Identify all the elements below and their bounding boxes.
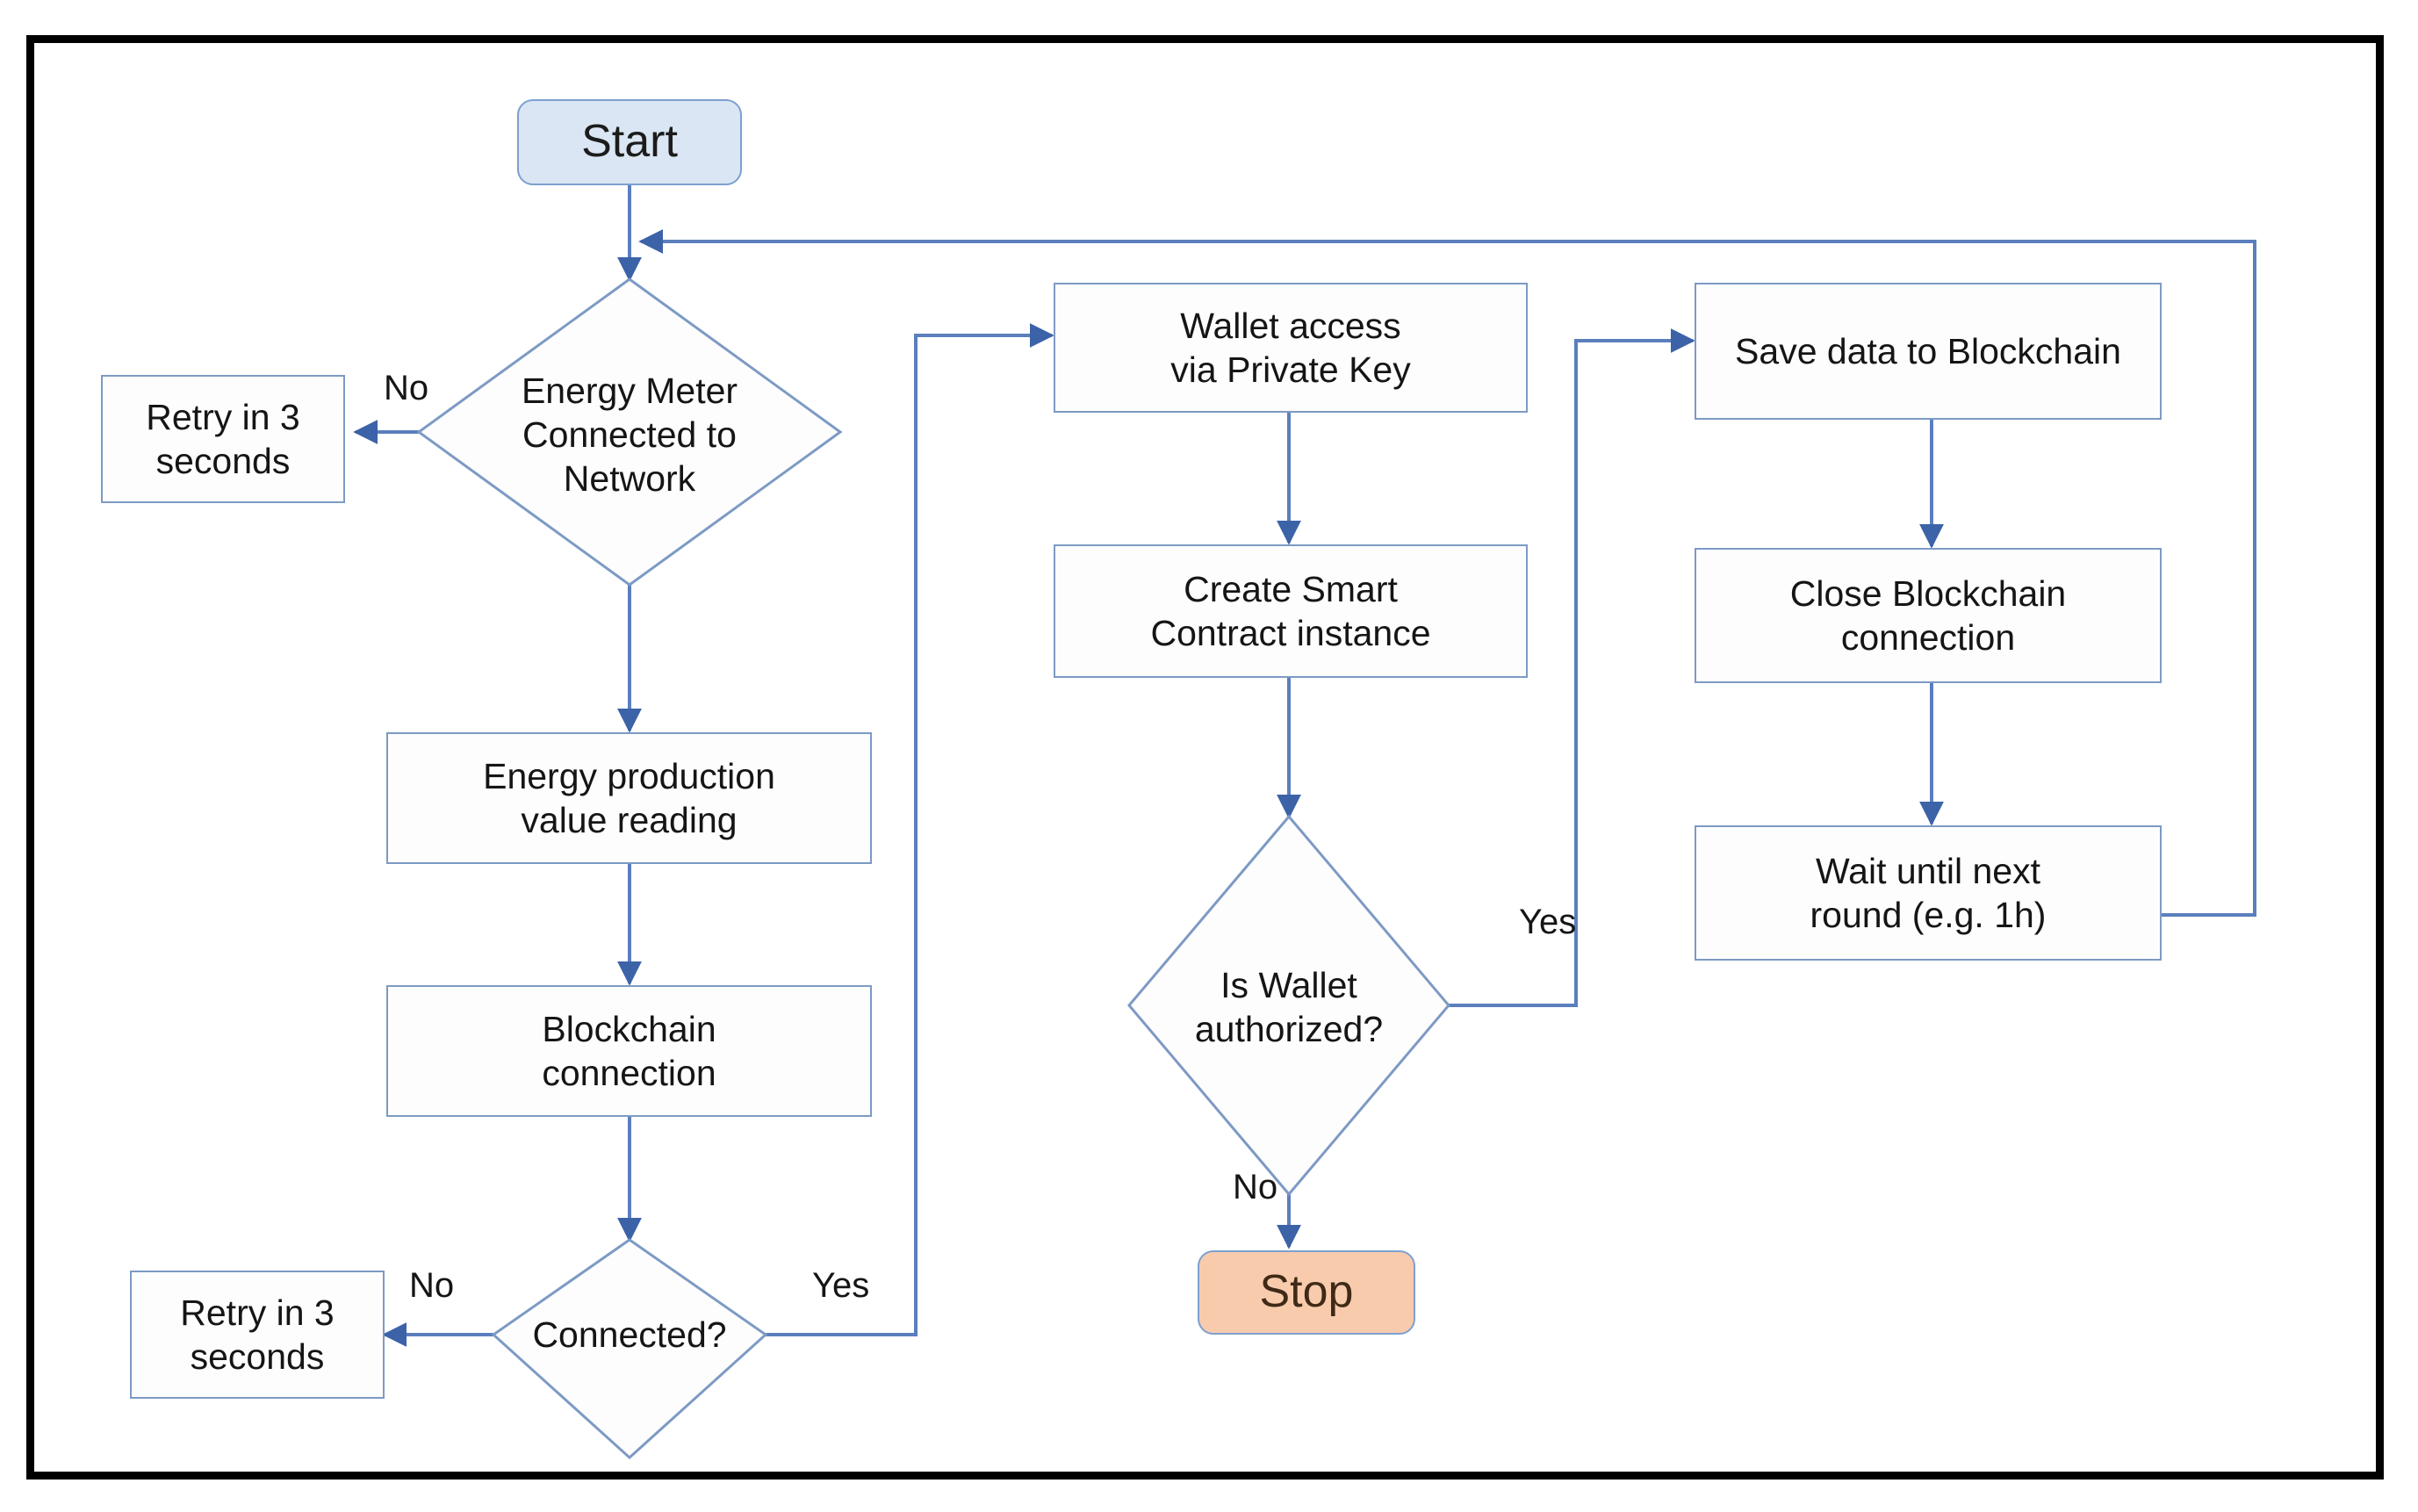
node-energy-reading-line2: value reading	[521, 800, 738, 840]
node-save-data[interactable]: Save data to Blockchain	[1695, 283, 2162, 420]
node-save-data-label: Save data to Blockchain	[1735, 330, 2121, 371]
node-blockchain-connection-line1: Blockchain	[542, 1008, 716, 1049]
node-wallet-access[interactable]: Wallet access via Private Key	[1054, 283, 1528, 413]
node-retry-chain[interactable]: Retry in 3 seconds	[130, 1271, 385, 1399]
node-close-connection-line1: Close Blockchain	[1789, 572, 2067, 614]
node-meter-connected-line2: Connected to	[522, 414, 737, 455]
node-stop[interactable]: Stop	[1198, 1250, 1415, 1335]
node-wait-round-line2: round (e.g. 1h)	[1810, 895, 2047, 935]
node-start[interactable]: Start	[517, 99, 742, 185]
node-energy-reading[interactable]: Energy production value reading	[386, 732, 872, 864]
node-retry-chain-line2: seconds	[190, 1336, 325, 1377]
node-meter-connected[interactable]: Energy Meter Connected to Network	[498, 360, 761, 509]
node-wait-round-line1: Wait until next	[1816, 850, 2040, 891]
edge-label-wallet-no: No	[1233, 1168, 1278, 1206]
node-wallet-authorized-line2: authorized?	[1194, 1009, 1384, 1049]
node-create-contract-line2: Contract instance	[1150, 613, 1431, 653]
node-close-connection-line2: connection	[1840, 617, 2016, 658]
node-retry-meter-line1: Retry in 3	[146, 396, 300, 437]
node-connected[interactable]: Connected?	[511, 1308, 748, 1361]
node-wallet-access-line2: via Private Key	[1170, 349, 1411, 390]
edge-label-meter-no: No	[384, 369, 429, 407]
edge-label-connected-yes: Yes	[812, 1266, 870, 1305]
node-connected-label: Connected?	[532, 1314, 727, 1355]
node-create-contract[interactable]: Create Smart Contract instance	[1054, 544, 1528, 678]
node-blockchain-connection-line2: connection	[542, 1053, 716, 1093]
node-retry-chain-line1: Retry in 3	[180, 1292, 335, 1333]
node-wait-round[interactable]: Wait until next round (e.g. 1h)	[1695, 825, 2162, 961]
node-create-contract-line1: Create Smart	[1184, 568, 1398, 609]
edge-label-connected-no: No	[409, 1266, 455, 1305]
node-close-connection[interactable]: Close Blockchain connection	[1695, 548, 2162, 683]
edge-label-wallet-yes: Yes	[1519, 903, 1577, 941]
node-meter-connected-line1: Energy Meter	[521, 370, 738, 411]
node-retry-meter-line2: seconds	[155, 441, 291, 481]
node-stop-label: Stop	[1259, 1266, 1354, 1318]
node-wallet-access-line1: Wallet access	[1180, 305, 1401, 346]
node-wallet-authorized-line1: Is Wallet	[1220, 964, 1357, 1005]
node-start-label: Start	[581, 116, 678, 168]
node-wallet-authorized[interactable]: Is Wallet authorized?	[1157, 959, 1421, 1055]
node-meter-connected-line3: Network	[563, 458, 696, 499]
node-energy-reading-line1: Energy production	[483, 755, 775, 796]
node-blockchain-connection[interactable]: Blockchain connection	[386, 985, 872, 1117]
node-retry-meter[interactable]: Retry in 3 seconds	[101, 375, 345, 503]
